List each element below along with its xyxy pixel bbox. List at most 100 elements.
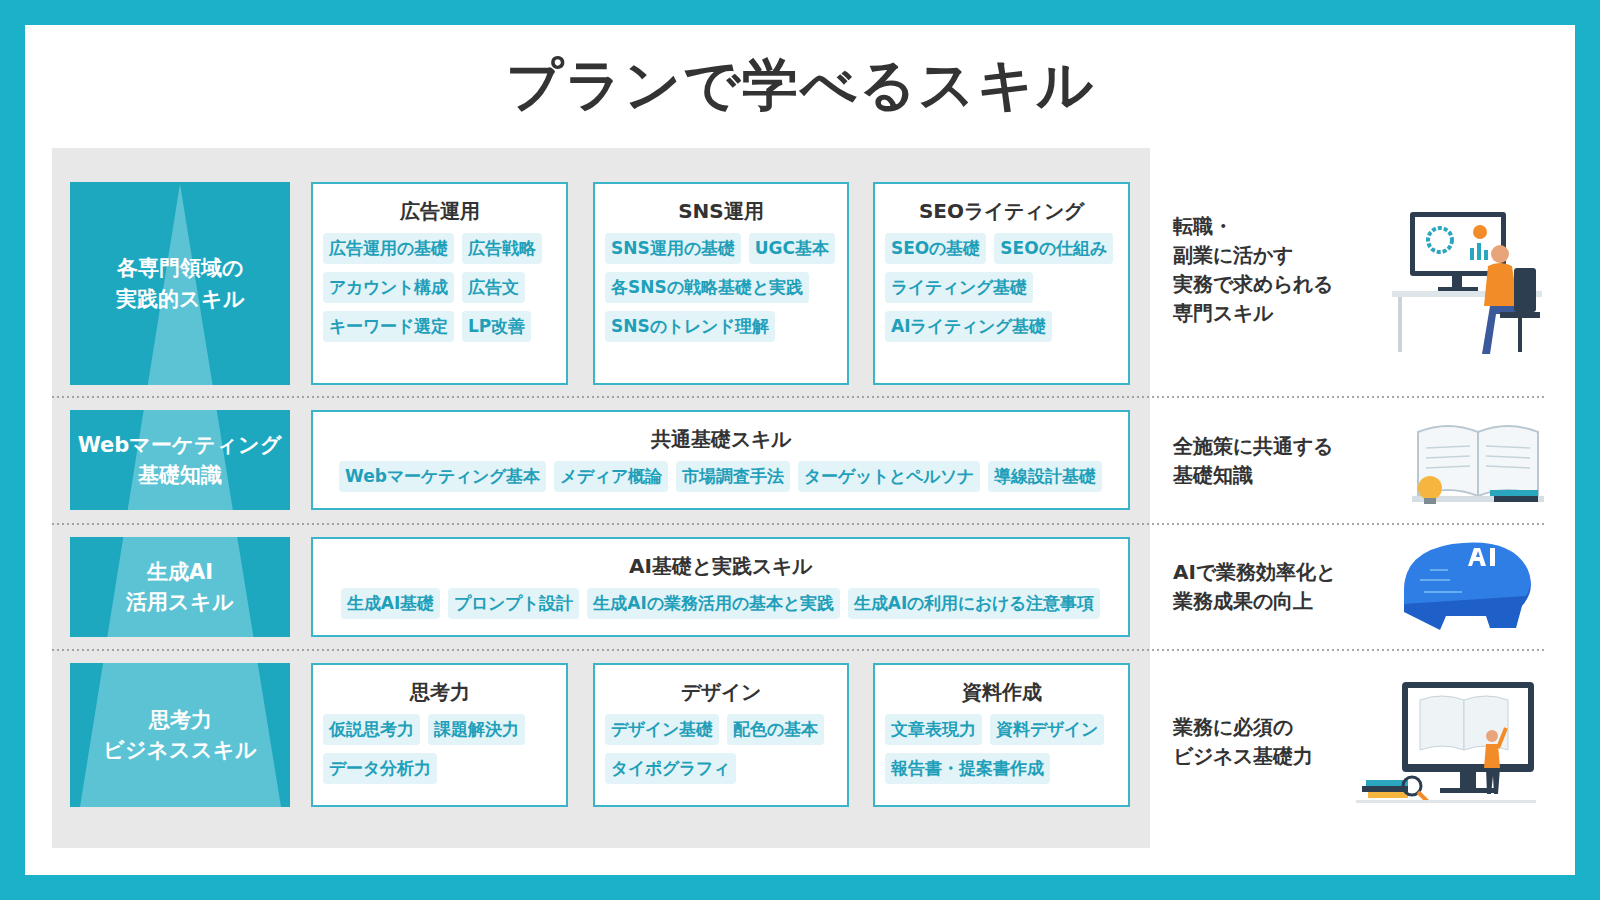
skill-tag-text: 仮説思考力 [329,719,414,739]
skill-tag: SEOの基礎 [885,233,986,264]
book-bulb-illustration [1412,426,1544,504]
skill-tag: 市場調査手法 [676,461,790,492]
skill-tag-text: ライティング基礎 [891,277,1027,297]
skill-tag-text: プロンプト設計 [454,593,573,613]
skill-tag: 生成AI基礎 [341,588,440,619]
tag-list: デザイン基礎配色の基本タイポグラフィ [605,714,837,784]
pyramid-shape [80,537,281,637]
tag-list: SEOの基礎 SEOの仕組みライティング基礎 AIライティング基礎 [885,233,1118,342]
skill-tag: ターゲットとペルソナ [798,461,980,492]
skill-tag: UGC基本 [749,233,835,264]
band-label: 生成AI 活用スキル [126,557,234,618]
row-description: 全施策に共通する 基礎知識 [1173,432,1333,490]
skill-tag-text: キーワード選定 [329,316,448,336]
skill-tag: 導線設計基礎 [988,461,1102,492]
skill-tag-text: UGC基本 [755,238,829,258]
skill-tag-text: メディア概論 [560,466,662,486]
skill-tag-text: AIライティング基礎 [891,316,1046,336]
skill-group-box: AI基礎と実践スキル生成AI基礎プロンプト設計生成AIの業務活用の基本と実践 生成… [311,537,1130,637]
skill-tag-text: データ分析力 [329,758,431,778]
pyramid-slice [70,663,290,807]
group-title: 思考力 [323,679,556,706]
skill-group-box: 資料作成文章表現力資料デザイン報告書・提案書作成 [873,663,1130,807]
pyramid-slice [70,410,290,510]
skill-tag: アカウント構成 [323,272,454,303]
row-description: AIで業務効率化と 業務成果の向上 [1173,558,1336,616]
skill-tag-text: 広告戦略 [468,238,536,258]
group-title: 資料作成 [885,679,1118,706]
skill-tag: 配色の基本 [727,714,824,745]
skill-tag: 生成AIの業務活用の基本と実践 [587,588,839,619]
tag-list: Webマーケティング基本メディア概論市場調査手法ターゲットとペルソナ導線設計基礎 [323,461,1118,492]
skill-tag: メディア概論 [554,461,668,492]
group-title: AI基礎と実践スキル [323,553,1118,580]
skill-tag-text: 文章表現力 [891,719,976,739]
skill-tag-text: 導線設計基礎 [994,466,1096,486]
skill-tag-text: Webマーケティング基本 [345,466,540,486]
tag-list: 文章表現力資料デザイン報告書・提案書作成 [885,714,1118,784]
skill-group-box: 共通基礎スキル Webマーケティング基本メディア概論市場調査手法ターゲットとペルソ… [311,410,1130,510]
tag-list: 広告運用の基礎広告戦略アカウント構成広告文キーワード選定 LP改善 [323,233,556,342]
skill-tag: 広告戦略 [462,233,542,264]
skill-group-box: SEOライティング SEOの基礎 SEOの仕組みライティング基礎 AIライティング基礎 [873,182,1130,385]
group-title: 広告運用 [323,198,556,225]
skill-tag: Webマーケティング基本 [339,461,546,492]
skill-tag-text: 市場調査手法 [682,466,784,486]
skill-tag: タイポグラフィ [605,753,736,784]
pyramid-shape [80,184,281,385]
skill-tag: デザイン基礎 [605,714,719,745]
skill-group-box: SNS運用SNS運用の基礎UGC基本各SNSの戦略基礎と実践SNSのトレンド理解 [593,182,849,385]
tag-list: SNS運用の基礎 UGC基本各SNSの戦略基礎と実践 SNSのトレンド理解 [605,233,837,342]
skill-tag: 広告文 [462,272,525,303]
skill-tag-text: SNS運用の基礎 [611,238,735,258]
row-description: 業務に必須の ビジネス基礎力 [1173,713,1313,771]
skill-tag: 各SNSの戦略基礎と実践 [605,272,809,303]
skill-group-box: 広告運用広告運用の基礎広告戦略アカウント構成広告文キーワード選定 LP改善 [311,182,568,385]
skill-tag: LP改善 [462,311,531,342]
category-band: 思考力 ビジネススキル [70,663,290,807]
monitor-presenter-illustration [1356,682,1536,803]
skill-tag-text: 配色の基本 [733,719,818,739]
group-title: 共通基礎スキル [323,426,1118,453]
skill-tag: プロンプト設計 [448,588,579,619]
group-title: デザイン [605,679,837,706]
skill-tag-text: 生成AI基礎 [347,593,434,613]
skill-tag-text: タイポグラフィ [611,758,730,778]
skill-tag: 広告運用の基礎 [323,233,454,264]
skill-tag-text: 資料デザイン [996,719,1098,739]
pyramid-shape [80,410,281,510]
category-band: Webマーケティング 基礎知識 [70,410,290,510]
skill-tag-text: 報告書・提案書作成 [891,758,1044,778]
computer-worker-illustration [1392,212,1542,354]
skill-tag-text: アカウント構成 [329,277,448,297]
skill-tag: SEOの仕組み [994,233,1112,264]
band-label: 思考力 ビジネススキル [103,705,257,766]
skill-tag-text: 広告運用の基礎 [329,238,448,258]
skill-tag: 文章表現力 [885,714,982,745]
skill-tag-text: LP改善 [468,316,525,336]
skill-tag-text: 各SNSの戦略基礎と実践 [611,277,803,297]
skill-tag-text: 課題解決力 [434,719,519,739]
skill-tag: キーワード選定 [323,311,454,342]
row-description: 転職・副業に活かす 実務で求められる 専門スキル [1173,212,1333,328]
skill-tag-text: ターゲットとペルソナ [804,466,974,486]
skill-tag: 資料デザイン [990,714,1104,745]
row-dividers [52,397,1546,650]
pyramid-slice [70,537,290,637]
skill-tag: 生成AIの利用における注意事項 [848,588,1100,619]
skill-tag: 仮説思考力 [323,714,420,745]
skill-tag-text: 生成AIの利用における注意事項 [854,593,1094,613]
skill-tag-text: 生成AIの業務活用の基本と実践 [593,593,833,613]
skill-tag-text: SEOの仕組み [1000,238,1106,258]
skill-tag: 課題解決力 [428,714,525,745]
tag-list: 仮説思考力課題解決力データ分析力 [323,714,556,784]
group-title: SEOライティング [885,198,1118,225]
pyramid-slice [70,182,290,385]
band-label: Webマーケティング 基礎知識 [78,430,283,491]
skill-tag-text: 広告文 [468,277,519,297]
skill-tag: SNSのトレンド理解 [605,311,775,342]
skill-group-box: 思考力仮説思考力課題解決力データ分析力 [311,663,568,807]
band-label: 各専門領域の 実践的スキル [116,253,245,314]
skill-tag: 報告書・提案書作成 [885,753,1050,784]
diagram-title: プランで学べるスキル [0,48,1600,124]
